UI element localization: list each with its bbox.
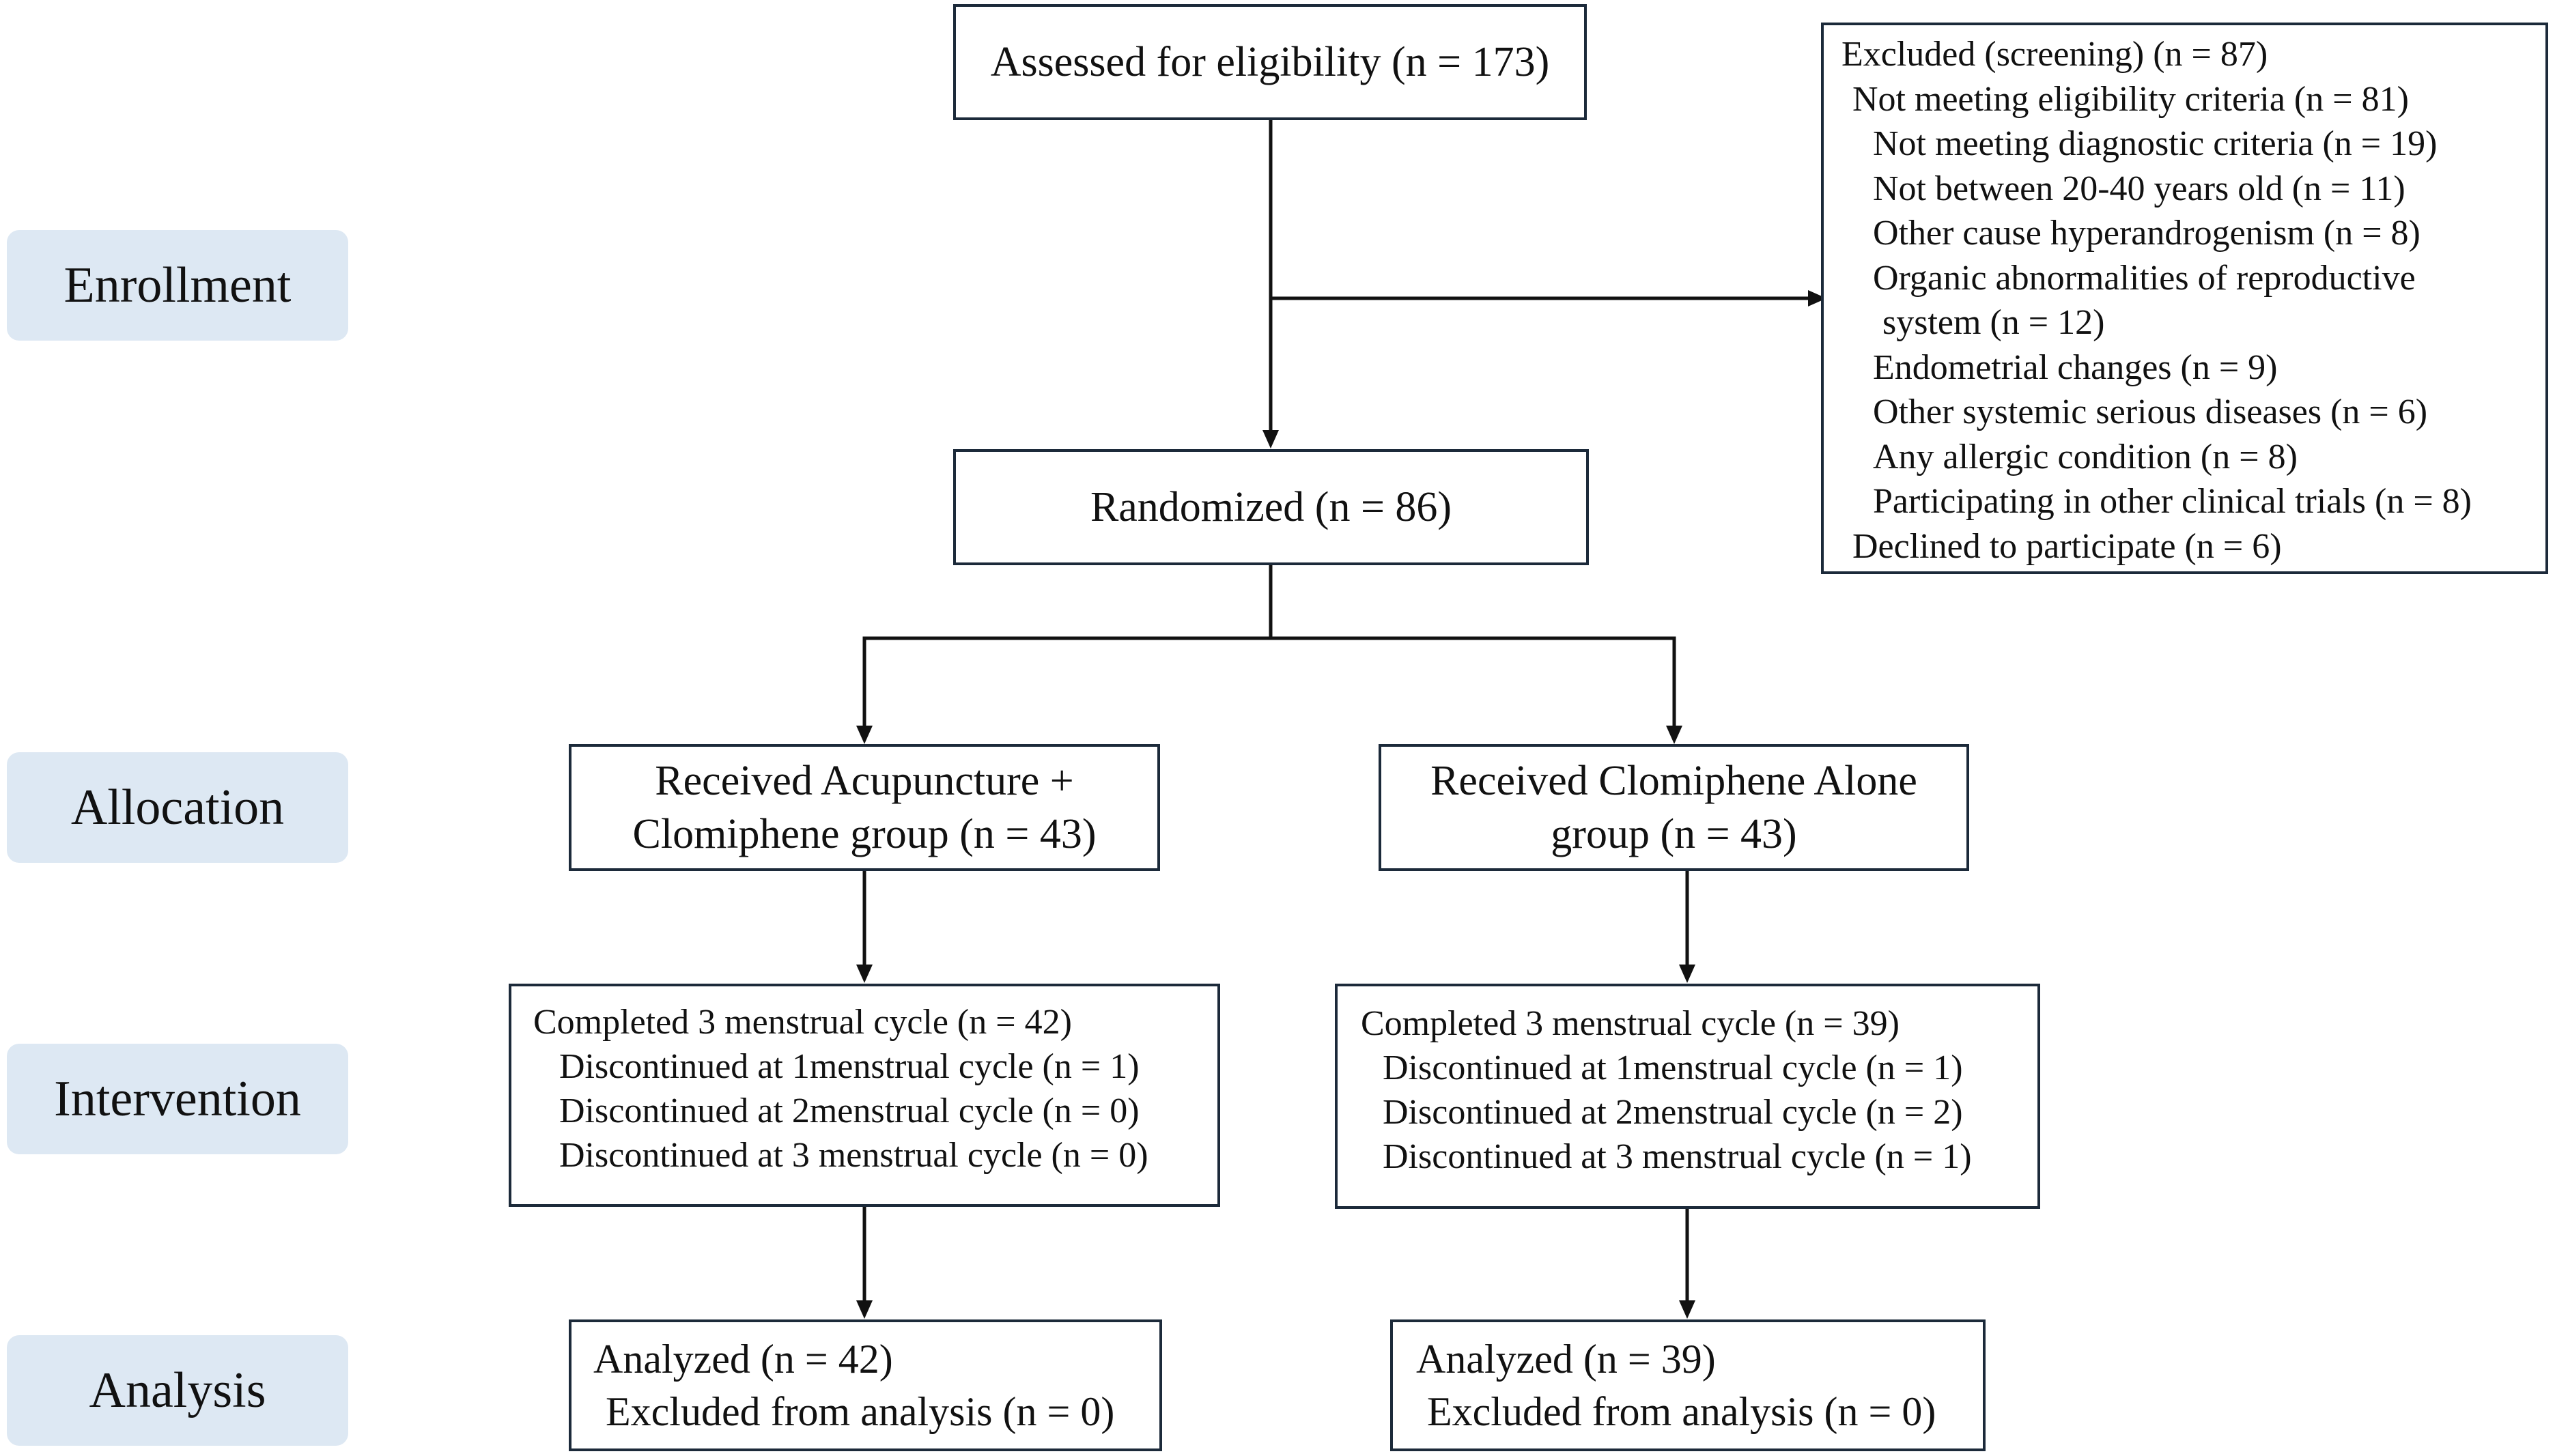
intervention-right-completed: Completed 3 menstrual cycle (n = 39) — [1361, 1004, 1900, 1043]
arrowhead — [1679, 1300, 1695, 1319]
split-line-right — [1271, 636, 1676, 726]
allocation-right-line2: group (n = 43) — [1551, 811, 1797, 857]
arrowhead — [1666, 726, 1682, 744]
intervention-left-discontinued-3: Discontinued at 3 menstrual cycle (n = 0… — [559, 1136, 1148, 1175]
excluded-reason: Not between 20-40 years old (n = 11) — [1873, 169, 2405, 208]
excluded-reason: system (n = 12) — [1882, 303, 2105, 342]
excluded-reason: Other systemic serious diseases (n = 6) — [1873, 392, 2428, 431]
phase-allocation: Allocation — [7, 752, 348, 863]
assessed-text: Assessed for eligibility (n = 173) — [990, 39, 1550, 85]
analysis-right-analyzed: Analyzed (n = 39) — [1416, 1337, 1716, 1382]
analysis-left-box: Analyzed (n = 42) Excluded from analysis… — [569, 1319, 1162, 1451]
phase-enrollment: Enrollment — [7, 230, 348, 341]
allocation-left-line1: Received Acupuncture + — [655, 758, 1074, 804]
excluded-reason: Any allergic condition (n = 8) — [1873, 437, 2298, 476]
intervention-right-discontinued-1: Discontinued at 1menstrual cycle (n = 1) — [1383, 1048, 1963, 1087]
intervention-right-discontinued-2: Discontinued at 2menstrual cycle (n = 2) — [1383, 1093, 1963, 1132]
randomized-box: Randomized (n = 86) — [953, 449, 1589, 565]
allocation-right-box: Received Clomiphene Alone group (n = 43) — [1379, 744, 1969, 871]
excluded-heading: Excluded (screening) (n = 87) — [1841, 35, 2268, 74]
excluded-reason: Not meeting diagnostic criteria (n = 19) — [1873, 124, 2438, 163]
phase-analysis: Analysis — [7, 1335, 348, 1446]
analysis-left-excluded: Excluded from analysis (n = 0) — [606, 1389, 1115, 1434]
allocation-right-line1: Received Clomiphene Alone — [1430, 758, 1917, 804]
excluded-reason: Participating in other clinical trials (… — [1873, 482, 2472, 521]
intervention-left-discontinued-1: Discontinued at 1menstrual cycle (n = 1) — [559, 1047, 1140, 1086]
excluded-reason: Not meeting eligibility criteria (n = 81… — [1852, 79, 2409, 119]
intervention-left-box: Completed 3 menstrual cycle (n = 42) Dis… — [509, 984, 1220, 1207]
arrowhead — [856, 726, 873, 744]
arrowhead — [1262, 430, 1279, 448]
phase-intervention: Intervention — [7, 1044, 348, 1154]
intervention-left-completed: Completed 3 menstrual cycle (n = 42) — [533, 1003, 1072, 1042]
arrowhead — [856, 965, 873, 983]
excluded-reason: Other cause hyperandrogenism (n = 8) — [1873, 214, 2420, 253]
excluded-reason: Endometrial changes (n = 9) — [1873, 347, 2278, 387]
randomized-text: Randomized (n = 86) — [1090, 484, 1452, 530]
arrowhead — [1679, 965, 1695, 983]
arrowhead — [856, 1300, 873, 1319]
assessed-box: Assessed for eligibility (n = 173) — [953, 4, 1587, 120]
excluded-reason: Declined to participate (n = 6) — [1852, 526, 2282, 566]
split-line — [862, 565, 1273, 726]
allocation-left-box: Received Acupuncture + Clomiphene group … — [569, 744, 1160, 871]
intervention-left-discontinued-2: Discontinued at 2menstrual cycle (n = 0) — [559, 1091, 1140, 1130]
excluded-reason: Organic abnormalities of reproductive — [1873, 258, 2416, 298]
intervention-right-box: Completed 3 menstrual cycle (n = 39) Dis… — [1335, 984, 2040, 1209]
arrowhead — [1808, 290, 1826, 306]
allocation-left-line2: Clomiphene group (n = 43) — [632, 811, 1097, 857]
excluded-box: Excluded (screening) (n = 87) Not meetin… — [1821, 23, 2548, 574]
analysis-right-box: Analyzed (n = 39) Excluded from analysis… — [1390, 1319, 1986, 1451]
analysis-left-analyzed: Analyzed (n = 42) — [593, 1337, 893, 1382]
analysis-right-excluded: Excluded from analysis (n = 0) — [1427, 1389, 1936, 1434]
intervention-right-discontinued-3: Discontinued at 3 menstrual cycle (n = 1… — [1383, 1137, 1972, 1176]
